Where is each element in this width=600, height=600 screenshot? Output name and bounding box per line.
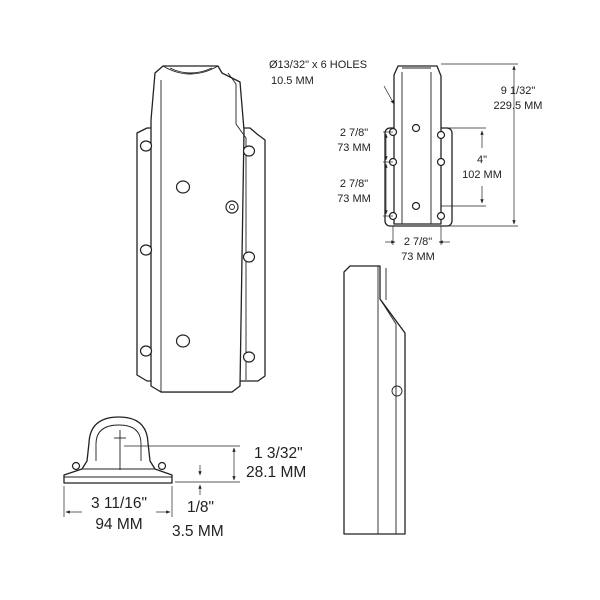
mount-holes bbox=[139, 140, 256, 363]
base-view bbox=[63, 416, 173, 484]
hole-spec-label: Ø13/32" x 6 HOLES bbox=[269, 59, 367, 71]
center-in-label: 4" bbox=[477, 154, 487, 166]
tube-holes bbox=[175, 180, 191, 348]
base-width-mm-label: 94 MM bbox=[95, 516, 142, 533]
plate-thickness-in-label: 1/8" bbox=[187, 499, 214, 516]
width-in-label: 2 7/8" bbox=[404, 236, 432, 248]
spacing-lower-in-label: 2 7/8" bbox=[340, 178, 368, 190]
width-mm-label: 73 MM bbox=[401, 251, 435, 263]
labels: Ø13/32" x 6 HOLES 10.5 MM 9 1/32" 229.5 … bbox=[91, 59, 543, 540]
base-height-mm-label: 28.1 MM bbox=[246, 464, 306, 481]
base-width-in-label: 3 11/16" bbox=[91, 495, 147, 512]
hole-spec-mm-label: 10.5 MM bbox=[271, 75, 314, 87]
base-height-in-label: 1 3/32" bbox=[254, 445, 303, 462]
dimensions bbox=[63, 63, 518, 517]
plan-holes bbox=[388, 123, 446, 221]
spacing-lower-mm-label: 73 MM bbox=[337, 193, 371, 205]
center-mm-label: 102 MM bbox=[462, 169, 502, 181]
height-in-label: 9 1/32" bbox=[501, 85, 536, 97]
plate-thickness-mm-label: 3.5 MM bbox=[172, 523, 224, 540]
spacing-upper-in-label: 2 7/8" bbox=[340, 127, 368, 139]
spacing-upper-mm-label: 73 MM bbox=[337, 142, 371, 154]
height-mm-label: 229.5 MM bbox=[494, 100, 543, 112]
front-view bbox=[136, 65, 266, 393]
plan-view bbox=[384, 65, 453, 227]
side-view bbox=[343, 265, 406, 535]
